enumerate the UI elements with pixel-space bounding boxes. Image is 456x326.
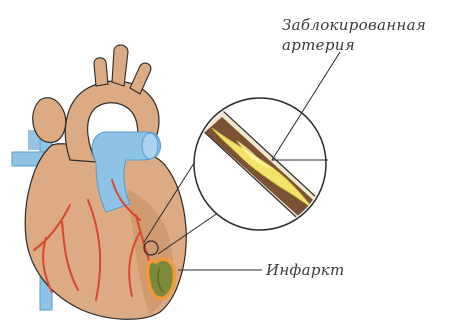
infarct-label: Инфаркт [266,262,345,279]
blocked-artery-label-line1: Заблокированная [282,17,426,34]
magnified-artery [194,98,330,230]
blocked-artery-label-line2: артерия [282,37,355,54]
infarct-zone [147,259,174,298]
